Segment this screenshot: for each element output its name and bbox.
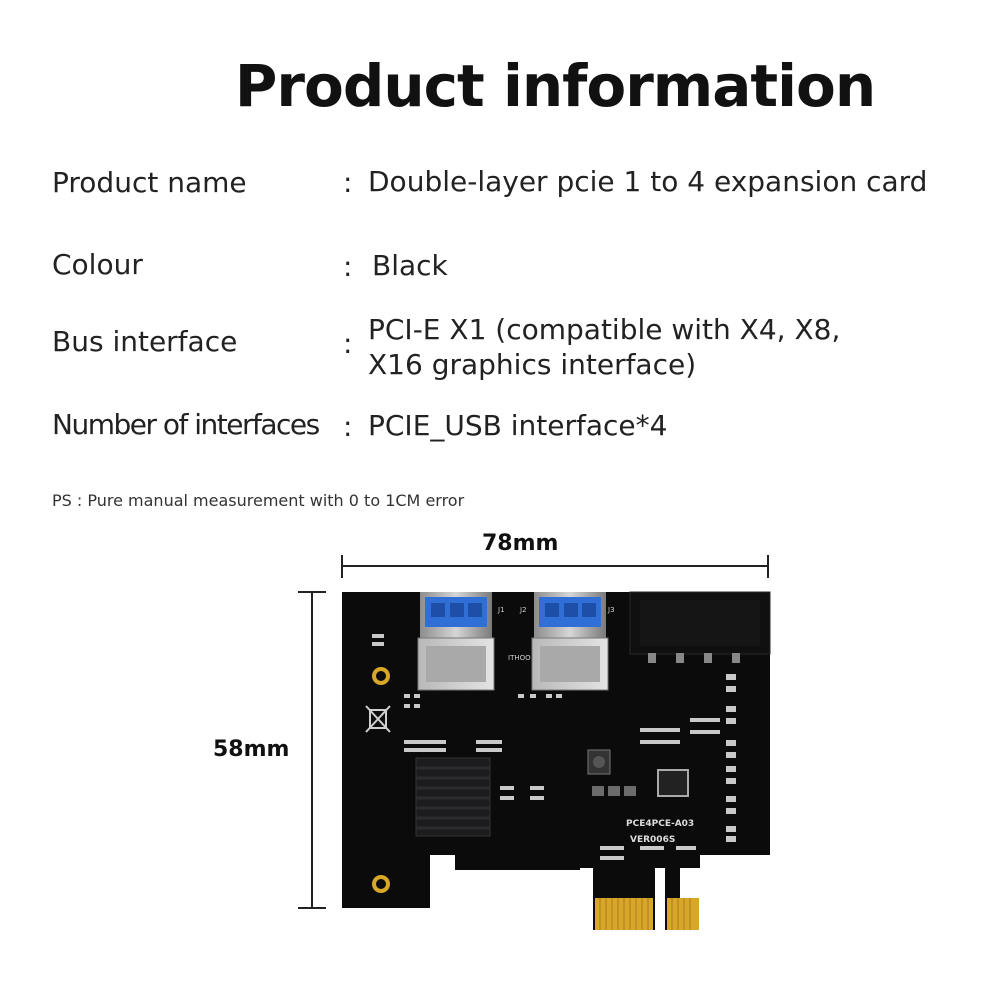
spec-value-colour: Black	[372, 249, 448, 282]
board-brand-label: ITHOO	[508, 654, 531, 662]
board-model-label: PCE4PCE-A03	[626, 819, 694, 829]
spec-label-number-of-interfaces: Number of interfaces	[52, 408, 320, 441]
spec-colon: :	[343, 327, 353, 360]
spec-colon: :	[343, 410, 353, 443]
board-j3-label: J3	[607, 606, 615, 614]
usb-port-1	[417, 592, 495, 691]
spec-value-number-of-interfaces: PCIE_USB interface*4	[368, 409, 668, 442]
spec-colon: :	[343, 250, 353, 283]
weee-symbol	[365, 705, 391, 733]
board-j1-label: J1	[497, 606, 505, 614]
spec-value-bus-interface-line1: PCI-E X1 (compatible with X4, X8,	[368, 313, 841, 346]
spec-label-colour: Colour	[52, 248, 143, 281]
board-j2-label: J2	[519, 606, 527, 614]
spec-label-product-name: Product name	[52, 166, 247, 199]
height-dimension-label: 58mm	[213, 737, 290, 762]
page-title: Product information	[234, 52, 876, 120]
spec-value-bus-interface-line2: X16 graphics interface)	[368, 348, 697, 381]
width-dimension-label: 78mm	[482, 531, 559, 556]
board-version-label: VER006S	[630, 835, 675, 845]
heatsink	[415, 757, 491, 837]
measurement-note: PS : Pure manual measurement with 0 to 1…	[52, 491, 465, 510]
gold-contacts	[595, 898, 699, 930]
spec-label-bus-interface: Bus interface	[52, 325, 238, 358]
usb-port-2	[531, 592, 609, 691]
ic-chip	[657, 769, 689, 797]
spec-colon: :	[343, 166, 353, 199]
spec-value-product-name: Double-layer pcie 1 to 4 expansion card	[368, 165, 928, 198]
